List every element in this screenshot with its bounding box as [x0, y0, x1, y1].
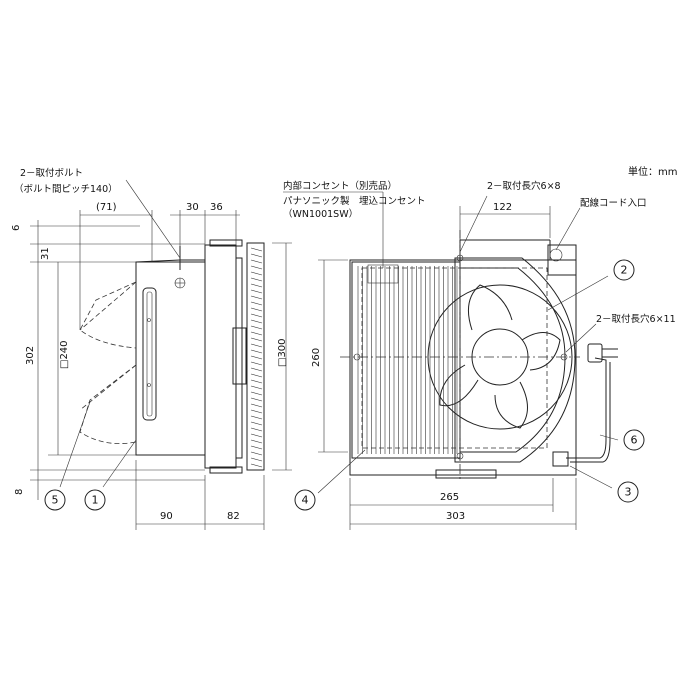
grille-fin: [250, 463, 263, 468]
grille-fin: [250, 325, 263, 330]
plug: [587, 343, 603, 363]
grille-fin: [250, 343, 263, 348]
front-view: [340, 230, 618, 480]
dim-302: 302: [25, 346, 36, 365]
grille-fin: [250, 409, 263, 414]
grille-fin: [250, 295, 263, 300]
dim-30: 30: [186, 202, 199, 213]
note-bolt-title: 2－取付ボルト: [20, 168, 83, 179]
dim-240: □240: [59, 340, 70, 369]
dim-71: (71): [96, 202, 117, 213]
grille-fin: [250, 439, 263, 444]
power-cord: [566, 357, 607, 459]
grille-fin: [250, 379, 263, 384]
svg-text:4: 4: [302, 494, 309, 507]
grille-fin: [250, 271, 263, 276]
grille-fin: [250, 265, 263, 270]
grille-fin: [250, 247, 263, 252]
grille-fin: [250, 307, 263, 312]
note-slot-6x8: 2－取付長穴6×8: [487, 180, 561, 192]
grille-fin: [250, 457, 263, 462]
grille-fin: [250, 289, 263, 294]
balloon-2: 2: [613, 259, 635, 281]
shutter-swing-upper: [79, 281, 137, 349]
leader-lines: [59, 179, 619, 494]
balloon-1: 1: [84, 489, 106, 511]
grille-fin: [250, 385, 263, 390]
side-dimensions: [30, 210, 292, 530]
grille-fin: [250, 421, 263, 426]
svg-text:3: 3: [625, 486, 632, 499]
dim-6: 6: [11, 225, 22, 231]
grille-fin: [250, 361, 263, 366]
grille-fin: [250, 433, 263, 438]
grille-fin: [250, 331, 263, 336]
dim-36: 36: [210, 202, 223, 213]
grille-fin: [250, 313, 263, 318]
shutter-swing-lower: [79, 364, 137, 445]
balloon-6: 6: [623, 429, 645, 451]
side-view: [79, 239, 265, 474]
grille-fin: [250, 259, 263, 264]
side-grille: [246, 242, 265, 471]
grille-fin: [250, 391, 263, 396]
dim-82: 82: [227, 511, 240, 522]
svg-text:6: 6: [631, 434, 638, 447]
grille-fin: [250, 367, 263, 372]
grille-fin: [250, 301, 263, 306]
front-dimensions: [318, 206, 577, 530]
grille-fin: [250, 355, 263, 360]
dim-8: 8: [14, 489, 25, 495]
note-outlet-model: （WN1001SW）: [283, 208, 358, 220]
grille-fin: [250, 277, 263, 282]
opening-outline: [361, 267, 548, 449]
note-outlet-desc: パナソニック製 埋込コンセント: [283, 195, 426, 207]
note-bolt-pitch: （ボルト間ピッチ140）: [14, 183, 118, 195]
grille-fin: [250, 415, 263, 420]
side-switch: [552, 451, 569, 467]
svg-text:1: 1: [92, 494, 99, 507]
grille-fin: [250, 403, 263, 408]
balloon-4: 4: [294, 489, 316, 511]
svg-text:5: 5: [52, 494, 59, 507]
unit-label: 単位：mm: [628, 165, 677, 178]
dim-90: 90: [160, 511, 173, 522]
balloon-3: 3: [617, 481, 639, 503]
grille-fin: [250, 451, 263, 456]
grille-fin: [250, 427, 263, 432]
note-cord-inlet: 配線コード入口: [580, 197, 647, 209]
side-frame: [204, 244, 237, 469]
fan-casing: [454, 257, 576, 463]
grille-fin: [250, 397, 263, 402]
grille-fin: [250, 337, 263, 342]
note-outlet-title: 内部コンセント（別売品）: [283, 180, 397, 192]
dim-260: 260: [311, 348, 322, 367]
dim-265: 265: [440, 492, 459, 503]
side-body: [135, 261, 206, 456]
balloon-5: 5: [44, 489, 66, 511]
grille-fin: [250, 283, 263, 288]
note-slot-6x11: 2－取付長穴6×11: [596, 313, 676, 325]
grille-fin: [250, 349, 263, 354]
svg-text:2: 2: [621, 264, 628, 277]
side-handle: [142, 287, 157, 421]
dim-122: 122: [493, 202, 512, 213]
dim-31: 31: [40, 247, 51, 260]
front-housing: [349, 259, 577, 476]
dim-300: □300: [277, 338, 288, 367]
grille-fin: [250, 373, 263, 378]
grille-fin: [250, 445, 263, 450]
dim-303: 303: [446, 511, 465, 522]
grille-fin: [250, 253, 263, 258]
grille-fin: [250, 319, 263, 324]
